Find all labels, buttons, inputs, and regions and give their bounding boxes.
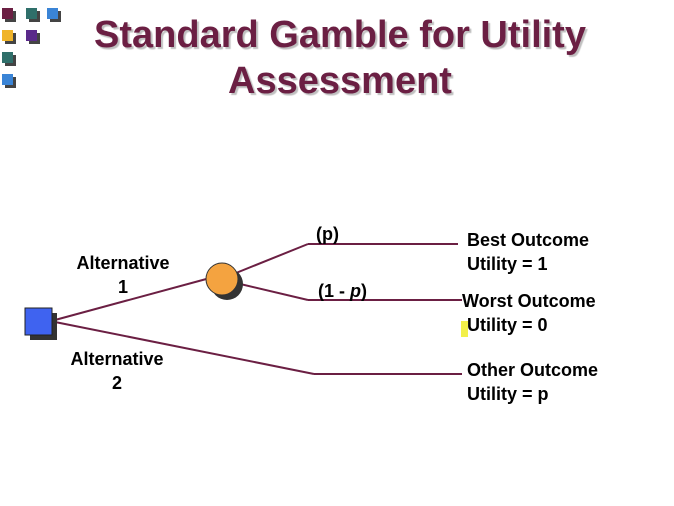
prob-prefix: (1 -	[318, 281, 351, 301]
deco-square-4	[2, 30, 16, 44]
branch-1-minus-p	[235, 282, 309, 301]
other-utility-text: Utility = p	[467, 384, 549, 404]
best-utility-text: Utility = 1	[467, 254, 548, 274]
deco-square-1	[2, 8, 16, 22]
deco-square-3	[47, 8, 61, 22]
alternative-2-line2: 2	[111, 373, 122, 393]
deco-square-6	[2, 52, 16, 66]
probability-1-minus-p-label: (1 - p)	[318, 279, 367, 303]
alternative-1-line1: Alternative	[76, 253, 170, 273]
alternative-1-label: Alternative 1	[63, 251, 183, 299]
alternative-2-label: Alternative 2	[57, 347, 177, 395]
highlight-mark	[461, 321, 468, 337]
probability-p-label: (p)	[316, 224, 339, 244]
deco-square-5	[26, 30, 40, 44]
alternative-2-line1: Alternative	[70, 349, 164, 369]
branch-p	[235, 243, 309, 274]
prob-variable: p	[350, 281, 362, 301]
decision-node	[24, 307, 53, 336]
deco-square-2	[26, 8, 40, 22]
worst-outcome-text: Worst Outcome	[462, 291, 596, 311]
best-outcome-label: Best Outcome Utility = 1	[467, 228, 589, 276]
chance-node	[205, 262, 239, 296]
prob-suffix: )	[361, 281, 368, 301]
worst-outcome-label: Worst Outcome Utility = 0	[462, 289, 596, 337]
branch-alternative-2	[54, 321, 315, 375]
other-outcome-text: Other Outcome	[467, 360, 599, 380]
best-outcome-text: Best Outcome	[467, 230, 590, 250]
branch-alternative-1	[54, 277, 211, 321]
slide-title: Standard Gamble for Utility Assessment	[60, 12, 620, 104]
title-line-1: Standard Gamble for Utility	[94, 14, 586, 56]
other-outcome-label: Other Outcome Utility = p	[467, 358, 598, 406]
deco-square-7	[2, 74, 16, 88]
alternative-1-line2: 1	[117, 277, 128, 297]
title-line-2: Assessment	[228, 60, 452, 102]
worst-utility-text: Utility = 0	[467, 315, 548, 335]
